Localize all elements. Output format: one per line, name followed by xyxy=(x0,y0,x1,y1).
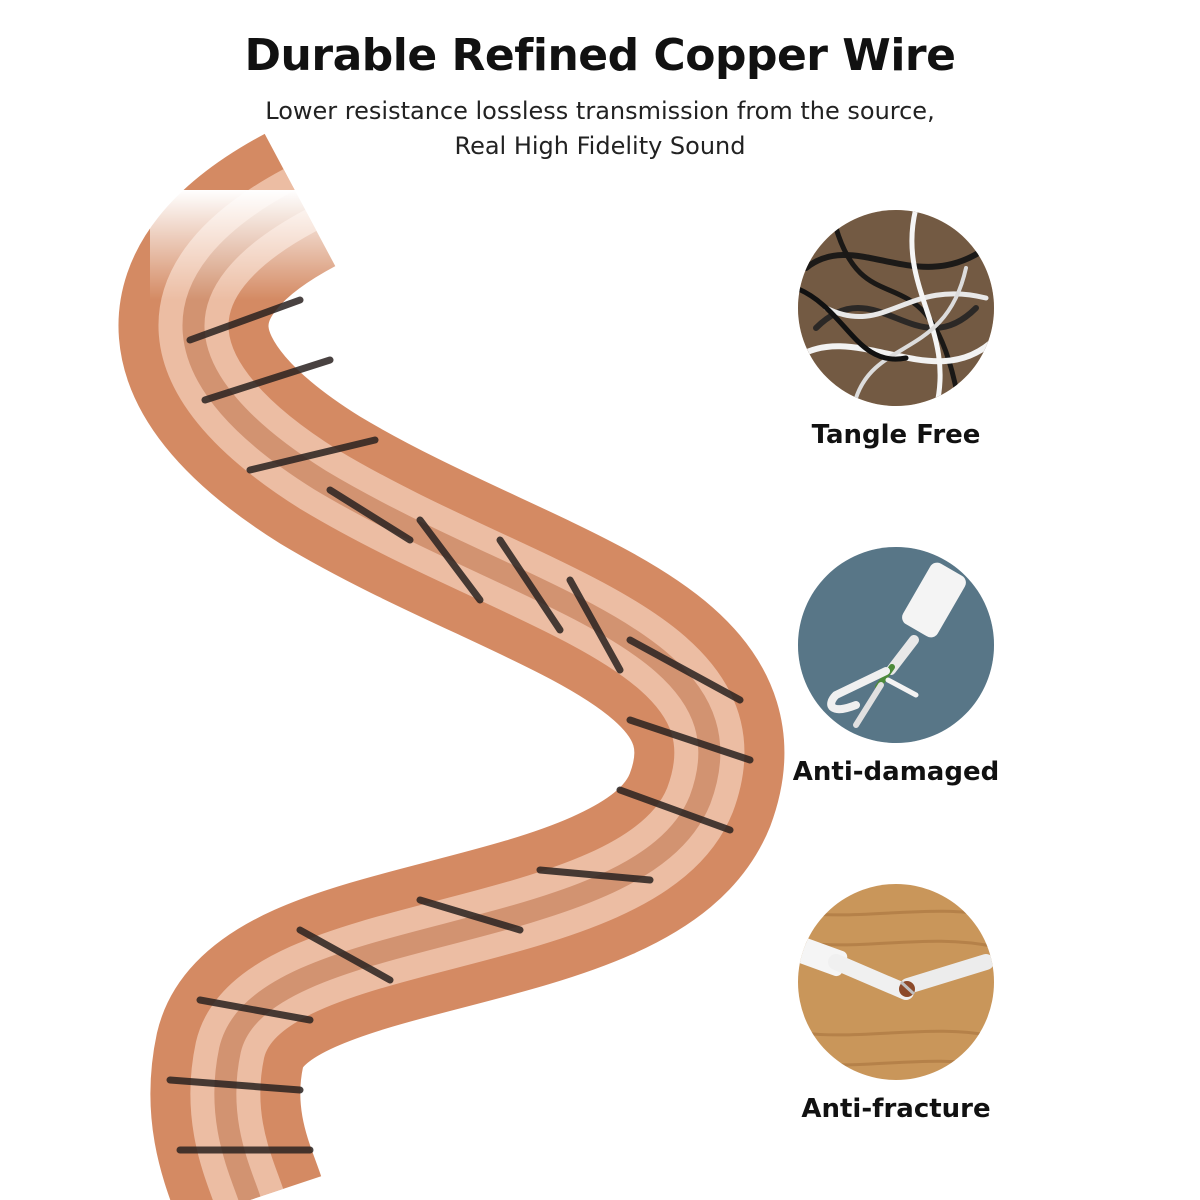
feature-anti-damaged: Anti-damaged xyxy=(793,545,999,787)
feature-label: Anti-fracture xyxy=(801,1094,991,1124)
feature-label: Tangle Free xyxy=(811,420,981,450)
feature-label: Anti-damaged xyxy=(792,757,1000,787)
feature-tangle-free: Tangle Free xyxy=(796,208,996,450)
feature-anti-fracture: Anti-fracture xyxy=(796,882,996,1124)
subtitle-line-2: Real High Fidelity Sound xyxy=(454,132,746,160)
cable-stripes xyxy=(166,296,754,1154)
cable-body xyxy=(118,133,785,1200)
damaged-cable-photo-icon xyxy=(798,547,994,743)
tangled-cables-photo-icon xyxy=(798,210,994,406)
page-title: Durable Refined Copper Wire xyxy=(244,30,956,81)
subtitle-line-1: Lower resistance lossless transmission f… xyxy=(265,97,935,125)
page-subtitle: Lower resistance lossless transmission f… xyxy=(0,94,1200,164)
fractured-cable-photo-icon xyxy=(798,884,994,1080)
